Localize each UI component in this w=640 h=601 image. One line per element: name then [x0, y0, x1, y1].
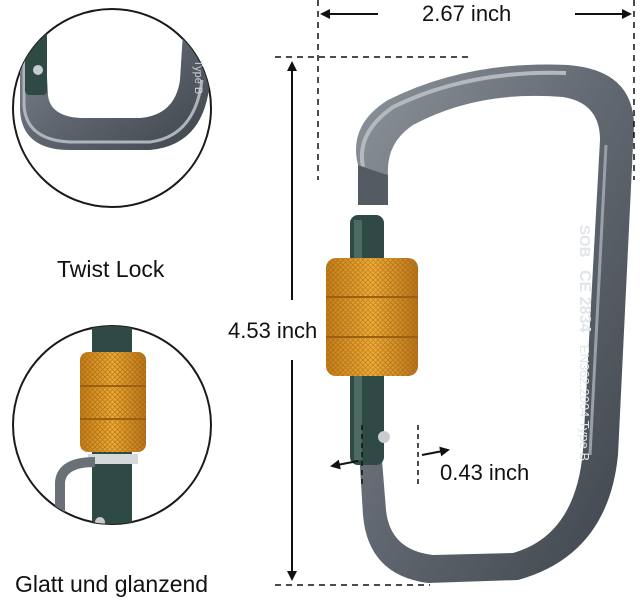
- svg-text:CE 2834: CE 2834: [576, 270, 593, 332]
- height-dimension-label: 4.53 inch: [226, 318, 320, 344]
- carabiner-engraving: SOB CE 2834 EN362:2004 Type B: [576, 225, 593, 461]
- closeup-sleeve: [0, 312, 215, 542]
- twist-lock-label: Twist Lock: [57, 256, 165, 282]
- closeup-gate-top: Type B: [0, 0, 215, 215]
- gate-opening-label: 0.43 inch: [440, 460, 530, 485]
- glatt-label: Glatt und glanzend: [15, 571, 209, 597]
- svg-text:SOB: SOB: [576, 225, 593, 258]
- width-dimension-label: 2.67 inch: [420, 1, 514, 27]
- closeup-engraving: Type B: [192, 60, 204, 94]
- svg-text:EN362:2004 Type B: EN362:2004 Type B: [577, 345, 592, 461]
- carabiner-image: SOB CE 2834 EN362:2004 Type B: [318, 55, 640, 590]
